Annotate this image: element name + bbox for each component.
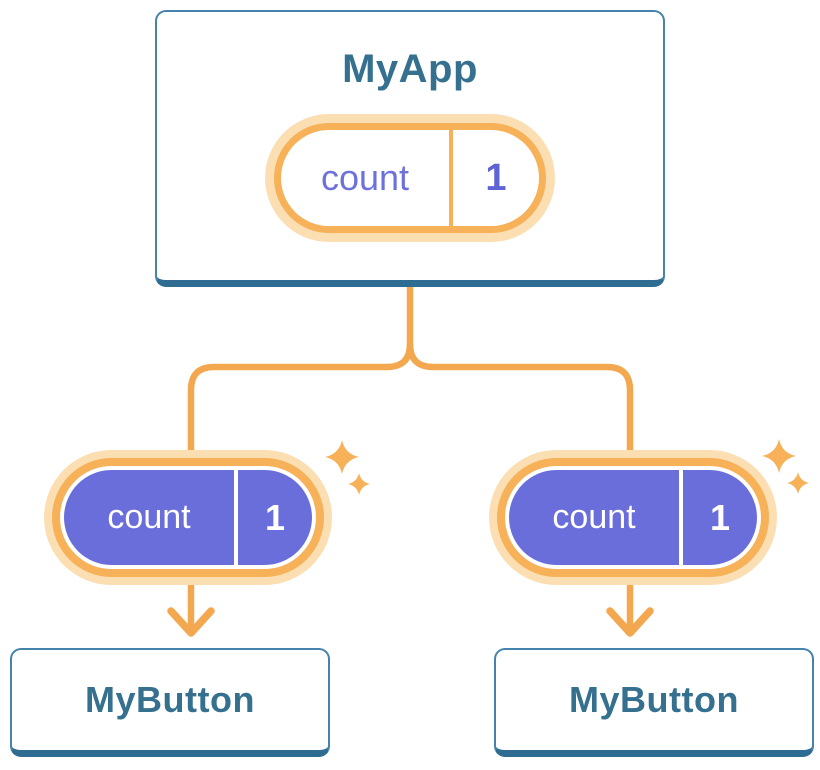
connector-tree — [187, 281, 634, 462]
state-value: 1 — [264, 496, 286, 538]
component-card-myapp: MyApp count 1 — [155, 10, 665, 287]
state-pill-right-child: count 1 — [489, 450, 777, 585]
sparkle-icon — [325, 440, 370, 495]
state-pill-body: count 1 — [509, 470, 757, 565]
arrow-down-left — [167, 574, 215, 637]
pill-divider — [679, 470, 683, 565]
component-card-mybutton-right: MyButton — [494, 648, 814, 757]
state-pill-ring: count 1 — [274, 123, 546, 233]
state-value: 1 — [709, 496, 731, 538]
sparkle-icon — [762, 439, 809, 494]
state-pill-inner-ring: count 1 — [60, 466, 316, 569]
state-pill-glow: count 1 — [44, 450, 332, 585]
arrow-down-right — [606, 574, 654, 637]
state-pill-ring: count 1 — [497, 458, 769, 577]
component-title: MyButton — [569, 679, 739, 720]
state-pill-ring: count 1 — [52, 458, 324, 577]
state-pill-inner-ring: count 1 — [505, 466, 761, 569]
state-value: 1 — [485, 156, 507, 199]
component-card-mybutton-left: MyButton — [10, 648, 330, 757]
pill-divider — [449, 130, 453, 226]
state-pill-body: count 1 — [281, 130, 539, 226]
state-name: count — [320, 157, 410, 198]
state-pill-root: count 1 — [265, 114, 555, 242]
state-name: count — [552, 498, 636, 536]
state-pill-body: count 1 — [64, 470, 312, 565]
component-title: MyApp — [342, 47, 478, 91]
pill-divider — [234, 470, 238, 565]
state-name: count — [107, 498, 191, 536]
component-title: MyButton — [85, 679, 255, 720]
state-pill-left-child: count 1 — [44, 450, 332, 585]
state-pill-glow: count 1 — [489, 450, 777, 585]
